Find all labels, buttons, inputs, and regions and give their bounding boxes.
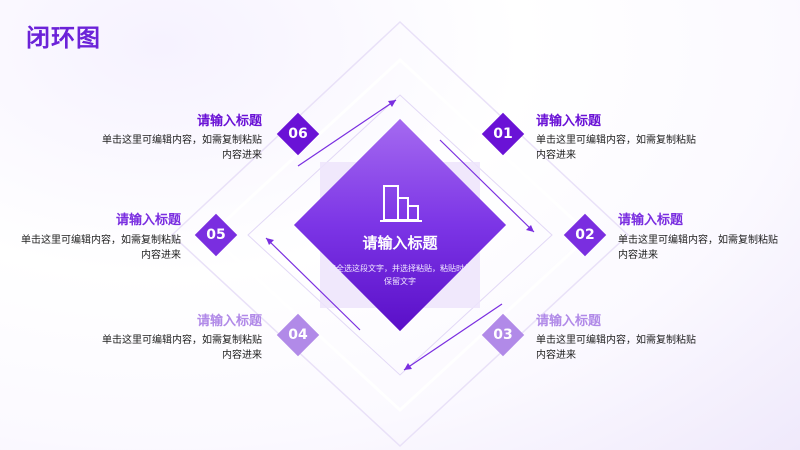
center-title[interactable]: 请输入标题 bbox=[362, 234, 438, 252]
page-title: 闭环图 bbox=[26, 24, 101, 52]
item-03-desc[interactable]: 单击这里可编辑内容，如需复制粘贴内容进来 bbox=[536, 335, 696, 361]
item-06-title[interactable]: 请输入标题 bbox=[196, 114, 262, 129]
badge-05-number: 05 bbox=[206, 227, 226, 243]
badge-03-number: 03 bbox=[493, 327, 513, 343]
item-04-title[interactable]: 请输入标题 bbox=[196, 314, 262, 329]
building-icon bbox=[380, 185, 422, 222]
item-05-title[interactable]: 请输入标题 bbox=[115, 213, 181, 228]
item-04-desc[interactable]: 单击这里可编辑内容，如需复制粘贴内容进来 bbox=[102, 335, 262, 361]
item-01-title[interactable]: 请输入标题 bbox=[536, 114, 602, 129]
badge-01-number: 01 bbox=[493, 126, 513, 142]
item-06-desc[interactable]: 单击这里可编辑内容，如需复制粘贴内容进来 bbox=[102, 135, 262, 161]
item-01-desc[interactable]: 单击这里可编辑内容，如需复制粘贴内容进来 bbox=[536, 135, 696, 161]
item-03-title[interactable]: 请输入标题 bbox=[536, 314, 602, 329]
item-05-desc[interactable]: 单击这里可编辑内容，如需复制粘贴内容进来 bbox=[21, 235, 181, 261]
center-text[interactable]: 请全选这段文字，并选择粘贴，粘贴时仅保留文字 bbox=[328, 264, 472, 286]
badge-02-number: 02 bbox=[575, 227, 595, 243]
badge-06-number: 06 bbox=[288, 126, 308, 142]
item-02-title[interactable]: 请输入标题 bbox=[618, 213, 684, 228]
badge-04-number: 04 bbox=[288, 327, 308, 343]
item-02-desc[interactable]: 单击这里可编辑内容，如需复制粘贴内容进来 bbox=[618, 235, 778, 261]
